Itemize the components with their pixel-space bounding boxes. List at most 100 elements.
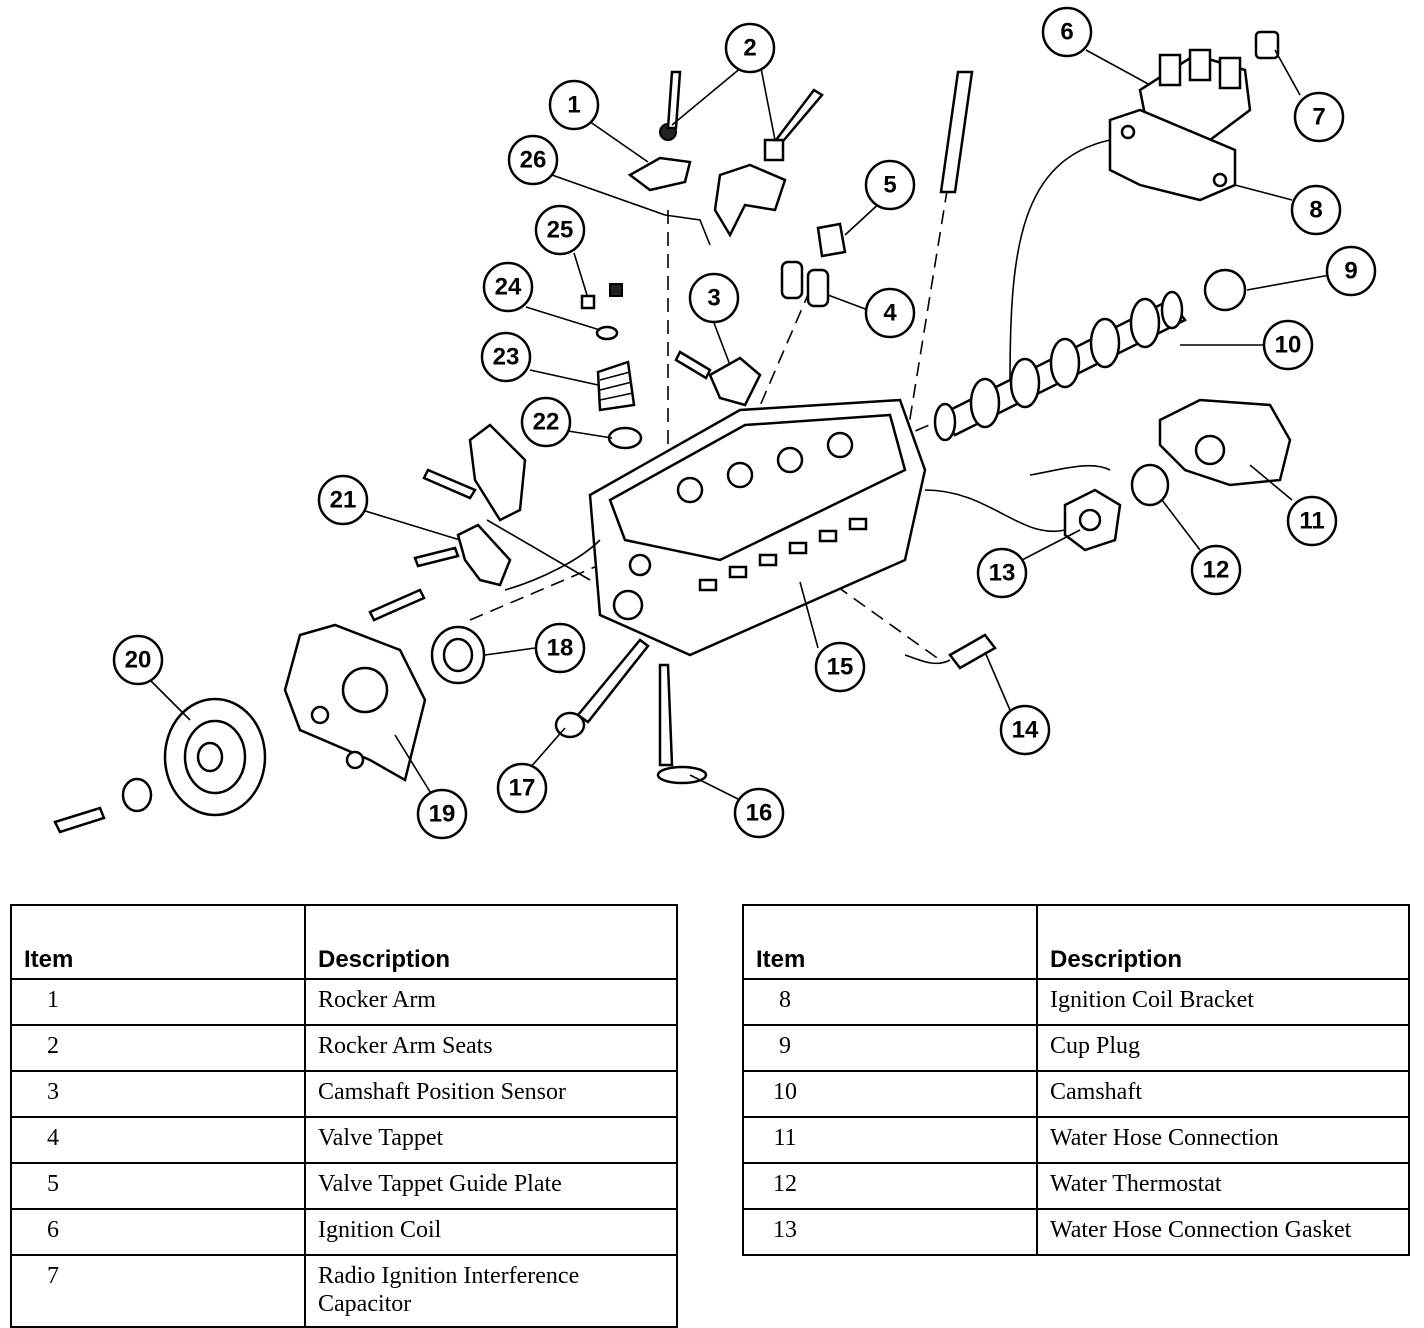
rocker-arm: [627, 156, 787, 238]
item-number: 7: [10, 1254, 306, 1328]
callout-23: 23: [480, 331, 532, 383]
front-seal: [430, 625, 486, 685]
callout-17: 17: [496, 762, 548, 814]
item-number: 6: [10, 1208, 306, 1256]
camshaft: [933, 290, 1187, 442]
svg-text:16: 16: [746, 800, 773, 827]
valve-spring-retainer: [595, 325, 619, 341]
callout-24: 24: [482, 261, 534, 313]
rocker-bolts: [666, 70, 824, 142]
sprocket-washer: [121, 777, 153, 813]
cup-plug: [1203, 268, 1247, 312]
item-number: 5: [10, 1162, 306, 1210]
cylinder-head: [588, 398, 927, 657]
description-column-header: Description: [304, 904, 678, 980]
camshaft-position-sensor: [674, 350, 762, 407]
item-description: Water Thermostat: [1036, 1162, 1410, 1210]
callout-26: 26: [507, 134, 559, 186]
item-number: 4: [10, 1116, 306, 1164]
capacitor: [1254, 30, 1280, 60]
item-description: Ignition Coil: [304, 1208, 678, 1256]
item-number: 2: [10, 1024, 306, 1072]
water-thermostat: [1130, 463, 1170, 507]
svg-text:10: 10: [1275, 332, 1302, 359]
callout-10: 10: [1262, 319, 1314, 371]
svg-text:7: 7: [1312, 104, 1325, 131]
item-number: 3: [10, 1070, 306, 1118]
sprocket-bolt: [53, 806, 106, 834]
item-description: Camshaft Position Sensor: [304, 1070, 678, 1118]
callout-6: 6: [1041, 6, 1093, 58]
callout-21: 21: [317, 474, 369, 526]
item-column-header: Item: [742, 904, 1038, 980]
front-cover-stud: [368, 588, 426, 622]
item-description: Water Hose Connection Gasket: [1036, 1208, 1410, 1256]
description-column-header: Description: [1036, 904, 1410, 980]
callout-4: 4: [864, 287, 916, 339]
oil-tube: [664, 214, 711, 246]
item-description: Valve Tappet Guide Plate: [304, 1162, 678, 1210]
callout-8: 8: [1290, 184, 1342, 236]
leader-lines: [149, 49, 1331, 801]
callout-1: 1: [548, 79, 600, 131]
item-description: Radio Ignition Interference Capacitor: [304, 1254, 678, 1328]
item-description: Cup Plug: [1036, 1024, 1410, 1072]
water-hose-connection: [1158, 398, 1292, 487]
callout-15: 15: [814, 641, 866, 693]
svg-text:9: 9: [1344, 258, 1357, 285]
callout-7: 7: [1293, 91, 1345, 143]
item-number: 1: [10, 978, 306, 1026]
cover-gasket: [456, 523, 512, 587]
item-description: Rocker Arm Seats: [304, 1024, 678, 1072]
water-hose-gasket: [1063, 488, 1122, 552]
item-description: Ignition Coil Bracket: [1036, 978, 1410, 1026]
item-column-header: Item: [10, 904, 306, 980]
item-number: 9: [742, 1024, 1038, 1072]
item-number: 12: [742, 1162, 1038, 1210]
callout-3: 3: [688, 272, 740, 324]
svg-text:24: 24: [495, 274, 522, 301]
head-plate: [468, 423, 527, 522]
callout-14: 14: [999, 704, 1051, 756]
exploded-parts-diagram: 1 2 3 4 5 6 7 8 9 10 11 12 13 14 15 16 1…: [53, 6, 1377, 840]
item-number: 11: [742, 1116, 1038, 1164]
callout-9: 9: [1325, 245, 1377, 297]
svg-text:22: 22: [533, 409, 560, 436]
item-description: Camshaft: [1036, 1070, 1410, 1118]
callout-12: 12: [1190, 544, 1242, 596]
svg-text:17: 17: [509, 775, 536, 802]
svg-text:11: 11: [1299, 508, 1324, 535]
svg-text:6: 6: [1060, 19, 1073, 46]
head-bolt: [939, 70, 974, 194]
svg-text:2: 2: [743, 35, 756, 62]
gasket-bolts: [413, 468, 477, 568]
svg-text:5: 5: [883, 172, 896, 199]
svg-text:4: 4: [883, 300, 897, 327]
valve-keys: [580, 283, 623, 310]
intake-valve: [554, 638, 650, 739]
svg-text:19: 19: [429, 801, 456, 828]
callout-13: 13: [976, 547, 1028, 599]
svg-text:8: 8: [1309, 197, 1322, 224]
svg-text:13: 13: [989, 560, 1016, 587]
callout-19: 19: [416, 788, 468, 840]
svg-text:21: 21: [330, 487, 357, 514]
svg-text:20: 20: [125, 647, 152, 674]
front-cover: [283, 623, 427, 782]
ignition-coil-bracket: [1108, 108, 1237, 202]
camshaft-sprocket: [163, 697, 267, 817]
item-description: Valve Tappet: [304, 1116, 678, 1164]
valve-tappet-guide-plate: [816, 222, 847, 258]
svg-text:18: 18: [547, 635, 574, 662]
table-header: Item Description: [10, 904, 678, 980]
callout-25: 25: [534, 204, 586, 256]
exhaust-valve: [656, 663, 708, 785]
